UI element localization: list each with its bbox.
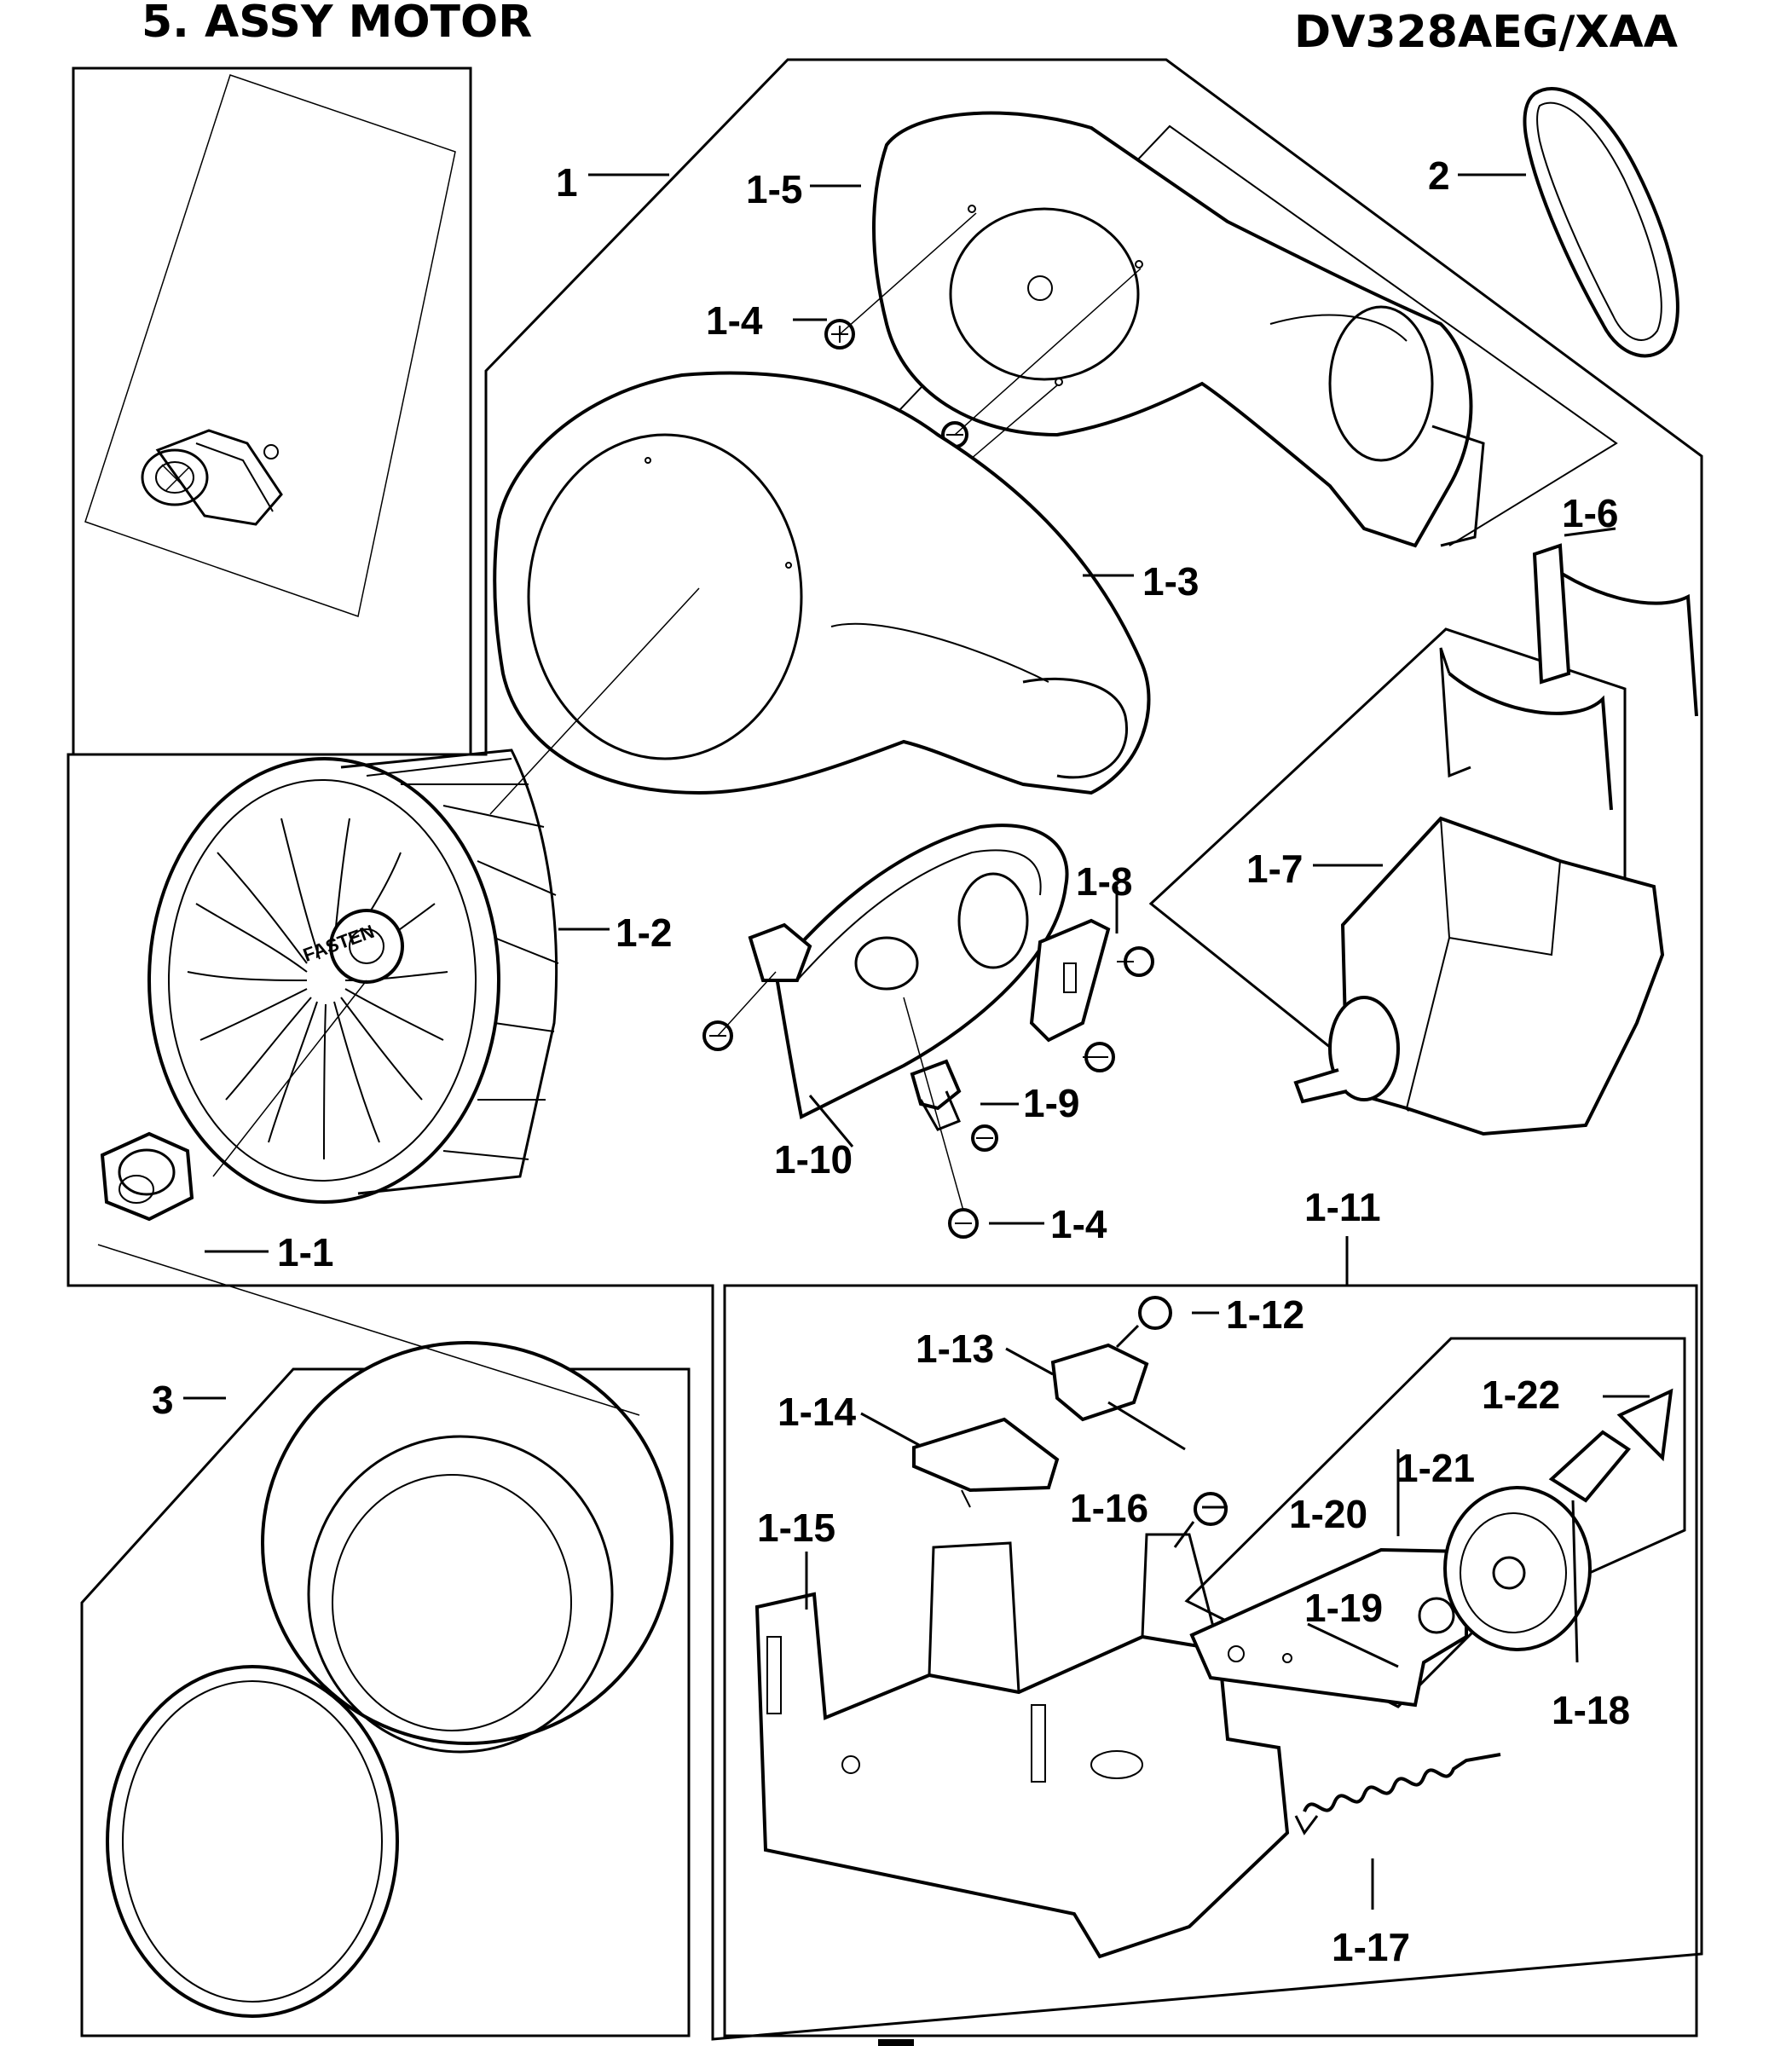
bracket-tapping-screw-part (1173, 1492, 1228, 1548)
callout-1-11: 1-11 (1304, 1185, 1381, 1229)
callout-3: 3 (152, 1378, 174, 1422)
microswitch-part (1050, 1343, 1186, 1451)
blower-wheel-part (147, 748, 559, 1204)
motor-mount-bracket-part (754, 1533, 1290, 1959)
callout-1-19: 1-19 (1304, 1586, 1383, 1630)
callout-1-13: 1-13 (916, 1326, 994, 1371)
switch-screw-part (1115, 1296, 1172, 1349)
tension-spring-part (1294, 1753, 1501, 1835)
callout-1: 1 (556, 160, 578, 205)
callout-2: 2 (1428, 153, 1450, 198)
hex-nut-part (100, 1131, 194, 1222)
callout-1-1: 1-1 (277, 1230, 333, 1274)
callout-1-8: 1-8 (1076, 859, 1132, 904)
drive-motor-part (1293, 816, 1665, 1136)
motor-clamp-part (1439, 543, 1698, 811)
thermostat-bracket-part (748, 824, 1069, 1119)
callout-1-4-bottom: 1-4 (1050, 1202, 1107, 1246)
callout-1-2: 1-2 (616, 910, 672, 955)
callout-1-3: 1-3 (1142, 559, 1199, 604)
duct-gasket-part (106, 1665, 399, 2018)
callout-1-15: 1-15 (757, 1506, 835, 1550)
bracket-screw-bottom (948, 1208, 979, 1239)
callout-1-10: 1-10 (774, 1137, 853, 1182)
thermistor-screw (971, 1124, 998, 1152)
front-housing-part (493, 371, 1151, 795)
blower-duct-part (261, 1341, 673, 1754)
page-marker (878, 2039, 914, 2046)
callout-1-16: 1-16 (1070, 1486, 1148, 1530)
callout-1-4-top: 1-4 (706, 298, 763, 343)
pulley-subassembly-frame (1184, 1337, 1686, 1708)
leader-lines (97, 173, 1650, 1910)
callout-1-5: 1-5 (746, 167, 802, 211)
thermostat-part (1029, 918, 1111, 1043)
thermistor-part (910, 1059, 962, 1131)
diagram-title: 5. ASSY MOTOR (142, 0, 533, 48)
switch-bracket-part (912, 1417, 1060, 1508)
rear-housing-part (872, 111, 1485, 548)
callout-1-12: 1-12 (1226, 1292, 1304, 1337)
callout-1-6: 1-6 (1562, 491, 1618, 535)
callout-1-22: 1-22 (1482, 1373, 1560, 1417)
callout-1-21: 1-21 (1396, 1446, 1475, 1490)
main-assembly-frame (66, 58, 1703, 2041)
drive-belt-part (1523, 87, 1679, 358)
callout-1-20: 1-20 (1289, 1492, 1367, 1536)
callout-1-9: 1-9 (1023, 1081, 1079, 1125)
duct-cover-frame (80, 1367, 691, 2037)
pulley-shaft-part (1548, 1388, 1673, 1503)
thermostat-screw-1 (1117, 946, 1154, 977)
callout-1-14: 1-14 (777, 1390, 856, 1434)
thermostat-screw-2 (1083, 1042, 1115, 1072)
callout-1-7: 1-7 (1246, 847, 1303, 891)
model-number: DV328AEG/XAA (1294, 7, 1678, 58)
idler-pulley-part (1443, 1486, 1592, 1651)
overview-assembly-thumbnail (141, 429, 283, 526)
callout-1-17: 1-17 (1332, 1925, 1410, 1969)
bracket-assembly-frame (723, 1284, 1698, 2037)
overview-inset-frame (72, 66, 472, 756)
callout-1-18: 1-18 (1552, 1688, 1630, 1732)
